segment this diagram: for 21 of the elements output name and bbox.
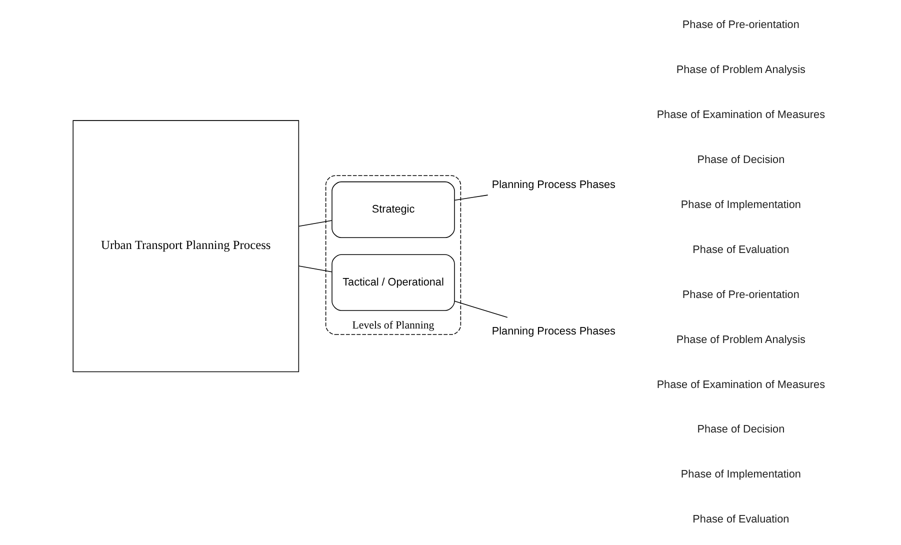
label: Phase of Implementation — [680, 468, 800, 481]
label: Phase of Decision — [696, 424, 784, 436]
label: Phase of Problem Analysis — [676, 334, 805, 346]
connector — [298, 266, 332, 272]
node-box: Strategic — [331, 181, 454, 238]
label: Phase of Evaluation — [692, 514, 789, 526]
node-box: Tactical / Operational — [331, 254, 454, 311]
label: Phase of Decision — [696, 154, 784, 166]
node-text: Planning Process Phases — [491, 325, 615, 338]
connector — [454, 300, 508, 318]
label: Phase of Evaluation — [692, 244, 789, 256]
label: Phase of Pre-orientation — [682, 19, 799, 32]
label: Phase of Problem Analysis — [676, 64, 805, 76]
label: Phase of Examination of Measures — [656, 378, 825, 391]
label: Phase of Pre-orientation — [682, 288, 799, 301]
label: Phase of Examination of Measures — [656, 109, 825, 122]
node-text: Planning Process Phases — [491, 178, 615, 191]
label: Phase of Implementation — [680, 198, 800, 211]
node-box: Urban Transport Planning Process — [72, 120, 299, 372]
connector — [298, 220, 332, 227]
connector — [454, 194, 488, 201]
